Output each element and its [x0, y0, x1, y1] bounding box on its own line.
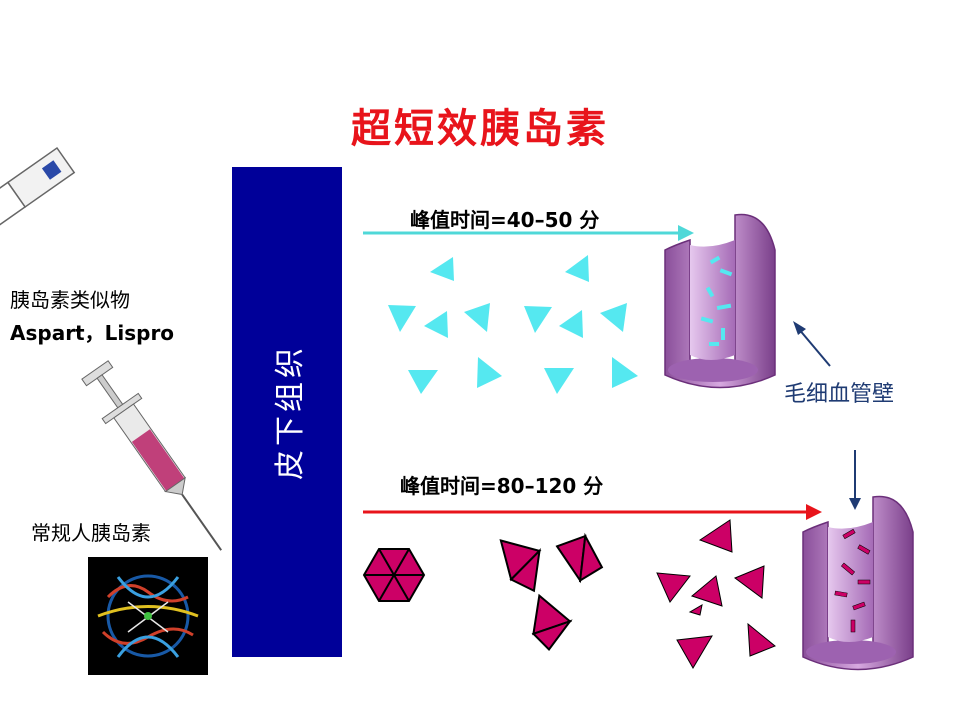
monomer-triangle	[612, 357, 638, 388]
monomer-triangle	[676, 635, 713, 669]
slow-absorption-arrow	[363, 504, 822, 520]
monomer-triangle	[690, 575, 723, 607]
monomer-triangle	[430, 257, 454, 281]
monomer-triangle	[565, 255, 589, 282]
monomer-group	[388, 255, 638, 394]
monomer-triangle	[477, 357, 502, 388]
monomer-triangle	[408, 370, 438, 394]
dimer-icon	[531, 593, 573, 651]
monomer-triangle	[733, 565, 765, 599]
dimer-icon	[499, 539, 542, 593]
monomer-triangle	[688, 604, 703, 616]
released-monomer-group	[656, 519, 776, 669]
capillary-vessel-icon	[802, 495, 914, 671]
analog-label: 胰岛素类似物	[10, 288, 130, 312]
dimer-group	[499, 532, 604, 651]
tissue-label-wrap: 皮下组织	[232, 167, 342, 657]
monomer-triangle	[698, 519, 733, 553]
slow-peak-label: 峰值时间=80–120 分	[400, 474, 604, 498]
page-title: 超短效胰岛素	[351, 105, 609, 152]
subcutaneous-tissue-block	[232, 167, 342, 657]
monomer-triangle	[600, 303, 627, 332]
analog-names: Aspart，Lispro	[10, 321, 175, 345]
insulin-molecule-image	[88, 557, 208, 675]
insulin-pen-icon	[0, 146, 76, 243]
dimer-icon	[555, 532, 604, 584]
hexamer-icon	[362, 548, 426, 602]
monomer-triangle	[424, 311, 448, 338]
regular-insulin-label: 常规人胰岛素	[31, 521, 151, 545]
capillary-pointer-arrow	[793, 321, 831, 367]
capillary-wall-label: 毛细血管壁	[784, 382, 895, 407]
monomer-triangle	[656, 572, 691, 603]
capillary-vessel-icon	[664, 213, 776, 389]
fast-peak-label: 峰值时间=40–50 分	[410, 208, 600, 232]
monomer-triangle	[388, 305, 416, 332]
monomer-triangle	[524, 306, 552, 333]
monomer-triangle	[747, 622, 776, 657]
fast-absorption-arrow	[363, 225, 694, 241]
monomer-triangle	[559, 310, 583, 338]
tissue-label: 皮下组织	[273, 344, 308, 480]
capillary-pointer-arrow	[849, 450, 861, 510]
monomer-triangle	[464, 303, 490, 332]
monomer-triangle	[544, 368, 574, 394]
syringe-icon	[81, 360, 223, 551]
